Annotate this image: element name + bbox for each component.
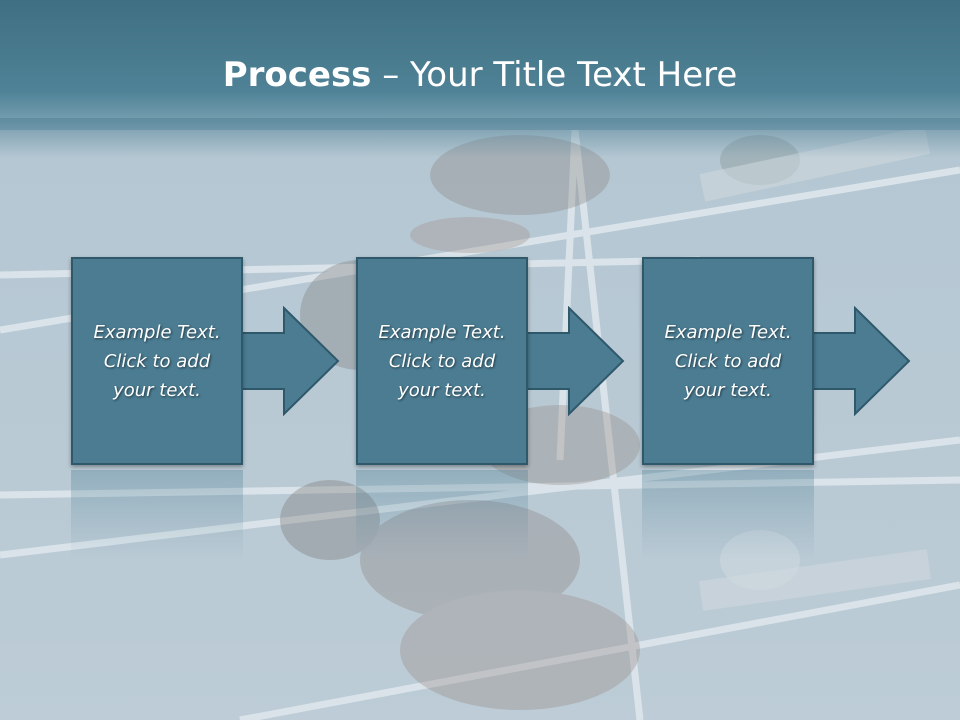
title-bold: Process bbox=[223, 55, 372, 95]
title-bar-fade bbox=[0, 118, 960, 158]
right-arrow-icon bbox=[240, 306, 340, 416]
slide-title[interactable]: Process – Your Title Text Here bbox=[0, 52, 960, 98]
step-1-text: Example Text. Click to add your text. bbox=[93, 318, 220, 405]
step-2-text: Example Text. Click to add your text. bbox=[378, 318, 505, 405]
step-1-reflection bbox=[71, 470, 243, 560]
step-3-box[interactable]: Example Text. Click to add your text. bbox=[642, 257, 814, 465]
right-arrow-icon bbox=[525, 306, 625, 416]
step-2-reflection bbox=[356, 470, 528, 560]
title-rest: – Your Title Text Here bbox=[371, 55, 737, 95]
step-2-box[interactable]: Example Text. Click to add your text. bbox=[356, 257, 528, 465]
step-3-reflection bbox=[642, 470, 814, 560]
right-arrow-icon bbox=[811, 306, 911, 416]
step-1-box[interactable]: Example Text. Click to add your text. bbox=[71, 257, 243, 465]
step-3-text: Example Text. Click to add your text. bbox=[664, 318, 791, 405]
